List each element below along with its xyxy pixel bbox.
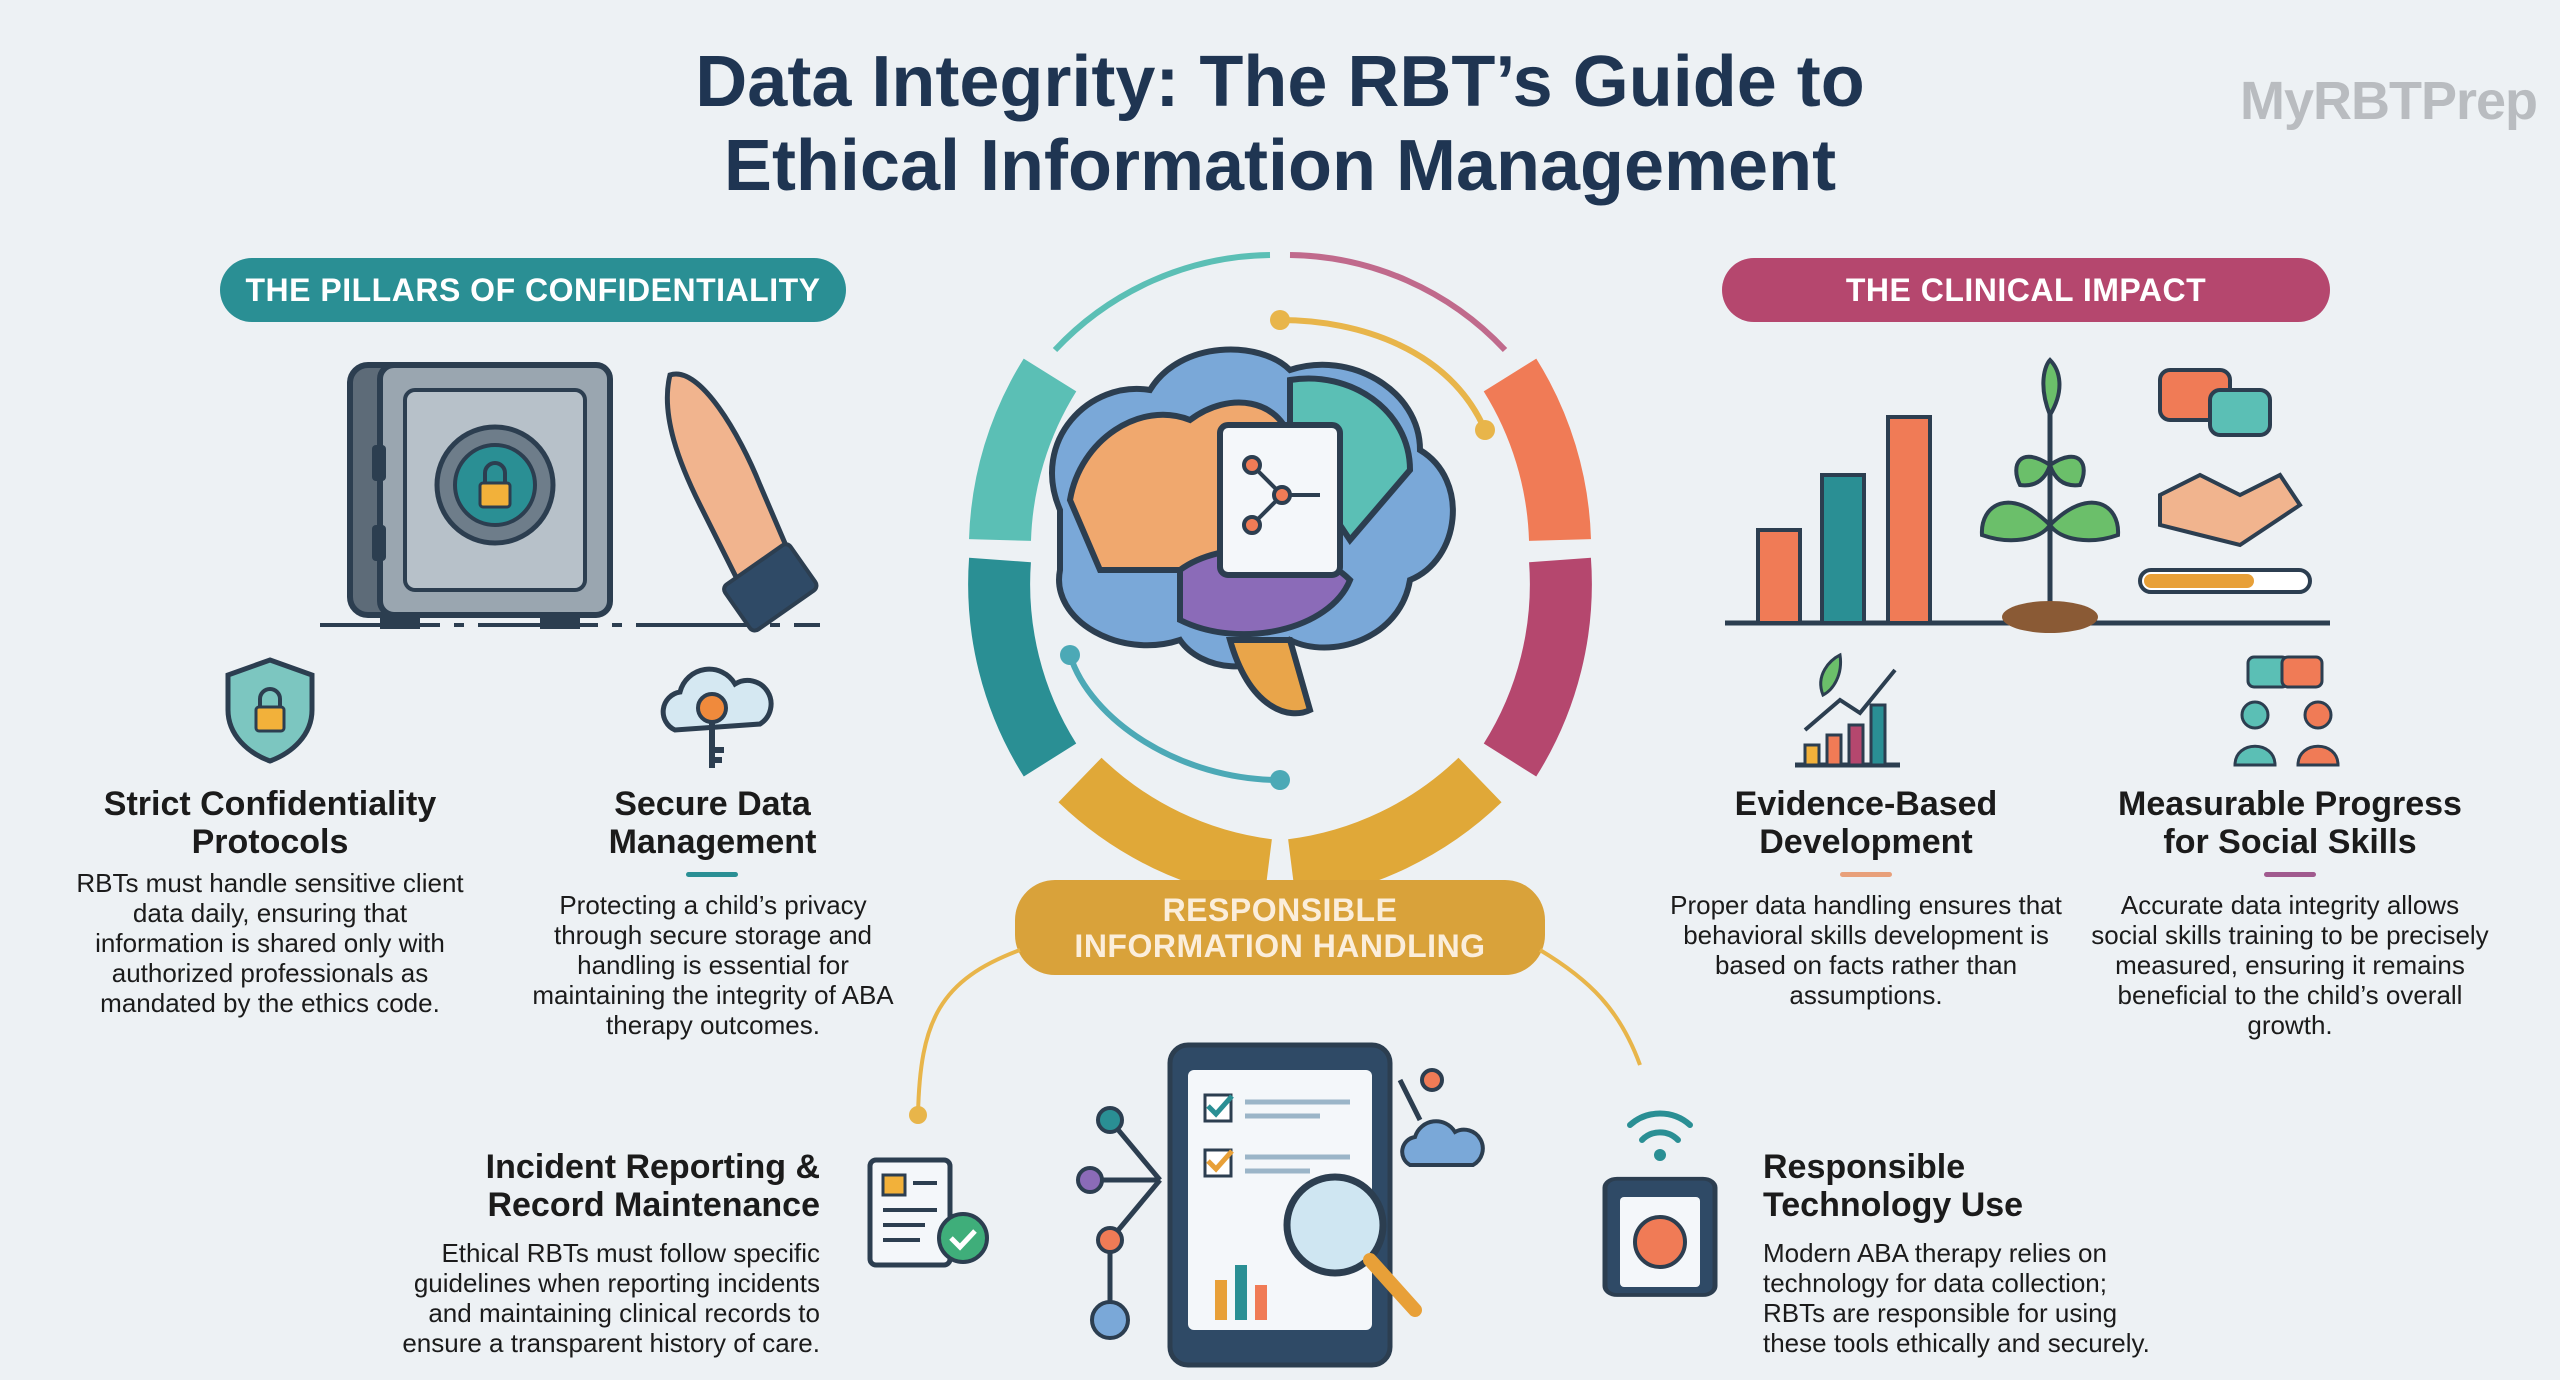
title-line-1: Data Integrity: The RBT’s Guide to bbox=[695, 42, 1865, 122]
item-heading-measurable-progress: Measurable Progress for Social Skills bbox=[2118, 785, 2462, 861]
cloud-key-icon bbox=[660, 666, 774, 768]
item-body-evidence-based: Proper data handling ensures that behavi… bbox=[1670, 890, 2062, 1010]
section-label-pillars: THE PILLARS OF CONFIDENTIALITY bbox=[220, 258, 846, 322]
logo: MyRBTPrep bbox=[2240, 71, 2538, 131]
heading-line: Record Maintenance bbox=[487, 1186, 820, 1224]
item-heading-secure-data: Secure Data Management bbox=[608, 785, 817, 861]
section-label-clinical-impact: THE CLINICAL IMPACT bbox=[1722, 258, 2330, 322]
body-line: technology for data collection; bbox=[1763, 1268, 2107, 1298]
item-body-measurable-progress: Accurate data integrity allows social sk… bbox=[2091, 890, 2489, 1040]
item-body-incident-reporting: Ethical RBTs must follow specific guidel… bbox=[300, 1238, 820, 1358]
body-line: and maintaining clinical records to bbox=[428, 1298, 820, 1328]
growth-chart-icon bbox=[1795, 652, 1900, 768]
connector-lines bbox=[909, 948, 1642, 1124]
central-label-pill: RESPONSIBLE INFORMATION HANDLING bbox=[1015, 880, 1545, 975]
item-body-responsible-technology: Modern ABA therapy relies on technology … bbox=[1763, 1238, 2283, 1358]
central-label-line-1: RESPONSIBLE bbox=[1162, 891, 1398, 928]
body-line: these tools ethically and securely. bbox=[1763, 1328, 2150, 1358]
report-document-icon bbox=[867, 1157, 989, 1268]
heading-line: Responsible bbox=[1763, 1148, 1966, 1186]
heading-line: Technology Use bbox=[1763, 1186, 2024, 1224]
heading-line: Incident Reporting & bbox=[485, 1148, 820, 1186]
item-heading-responsible-technology: Responsible Technology Use bbox=[1763, 1148, 2203, 1224]
body-line: RBTs are responsible for using bbox=[1763, 1298, 2118, 1328]
title-line-2: Ethical Information Management bbox=[723, 126, 1837, 206]
tablet-data-illustration bbox=[1076, 1042, 1485, 1368]
people-chat-icon bbox=[2233, 655, 2340, 767]
divider bbox=[1840, 872, 1892, 877]
item-heading-evidence-based: Evidence-Based Development bbox=[1734, 785, 1998, 861]
shield-lock-icon bbox=[225, 657, 315, 764]
central-ring-diagram bbox=[968, 252, 1592, 901]
item-heading-incident-reporting: Incident Reporting & Record Maintenance bbox=[380, 1148, 820, 1224]
body-line: Modern ABA therapy relies on bbox=[1763, 1238, 2107, 1268]
item-heading-strict-confidentiality: Strict Confidentiality Protocols bbox=[103, 785, 437, 861]
divider bbox=[686, 872, 738, 877]
page-title: Data Integrity: The RBT’s Guide to Ethic… bbox=[0, 40, 2560, 208]
item-body-secure-data: Protecting a child’s privacy through sec… bbox=[532, 890, 894, 1040]
safe-illustration bbox=[320, 362, 820, 633]
item-body-strict-confidentiality: RBTs must handle sensitive client data d… bbox=[76, 868, 464, 1018]
divider bbox=[2264, 872, 2316, 877]
growth-illustration bbox=[1725, 357, 2330, 633]
body-line: guidelines when reporting incidents bbox=[413, 1268, 820, 1298]
central-label-line-2: INFORMATION HANDLING bbox=[1074, 927, 1486, 964]
body-line: ensure a transparent history of care. bbox=[402, 1328, 820, 1358]
tablet-brain-icon bbox=[1602, 1110, 1718, 1297]
body-line: Ethical RBTs must follow specific bbox=[441, 1238, 820, 1268]
